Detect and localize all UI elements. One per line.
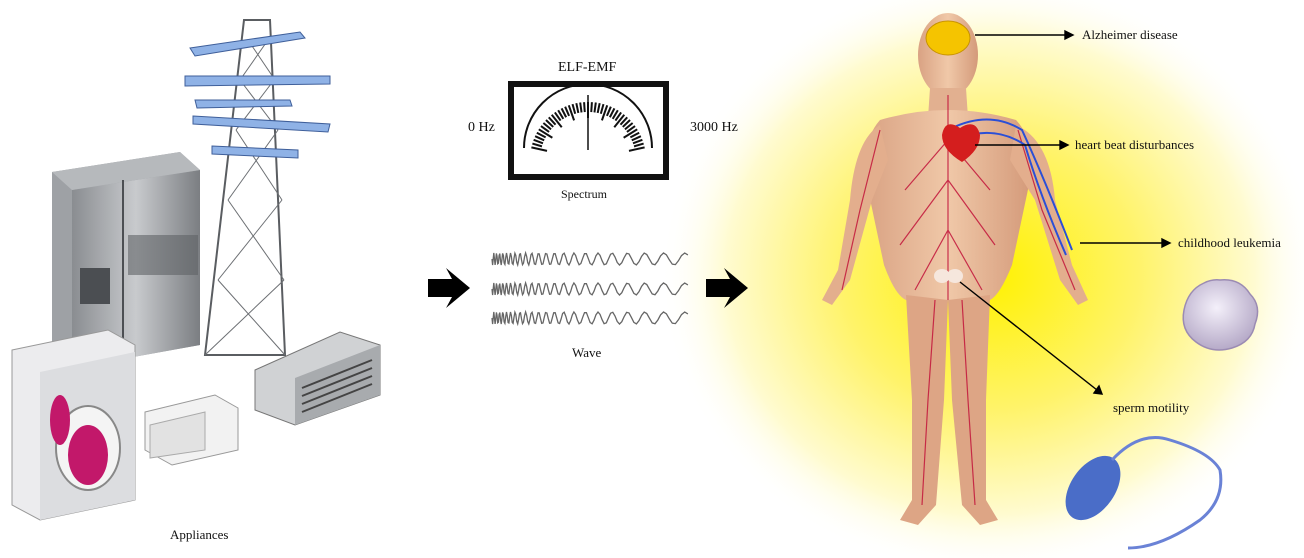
- effect-label-brain: Alzheimer disease: [1082, 27, 1178, 43]
- refrigerator-icon: [52, 152, 200, 368]
- appliances-caption: Appliances: [170, 527, 228, 543]
- flow-arrow-icon: [428, 268, 470, 308]
- meter-max-label: 3000 Hz: [690, 120, 738, 136]
- washing-machine-icon: [12, 330, 135, 520]
- air-conditioner-icon: [255, 332, 380, 425]
- meter-caption: Spectrum: [561, 187, 607, 202]
- power-tower-icon: [185, 20, 330, 355]
- wave-caption: Wave: [572, 345, 601, 361]
- meter-title: ELF-EMF: [558, 60, 616, 76]
- effect-label-heart: heart beat disturbances: [1075, 137, 1194, 153]
- effect-label-blood: childhood leukemia: [1178, 235, 1281, 251]
- wave-icon: [492, 253, 688, 324]
- meter-min-label: 0 Hz: [468, 120, 495, 136]
- microwave-icon: [145, 395, 238, 465]
- frequency-meter-icon: [508, 81, 669, 180]
- blood-cell-icon: [1183, 280, 1257, 350]
- brain-icon: [926, 21, 970, 55]
- effect-label-sperm: sperm motility: [1113, 400, 1189, 416]
